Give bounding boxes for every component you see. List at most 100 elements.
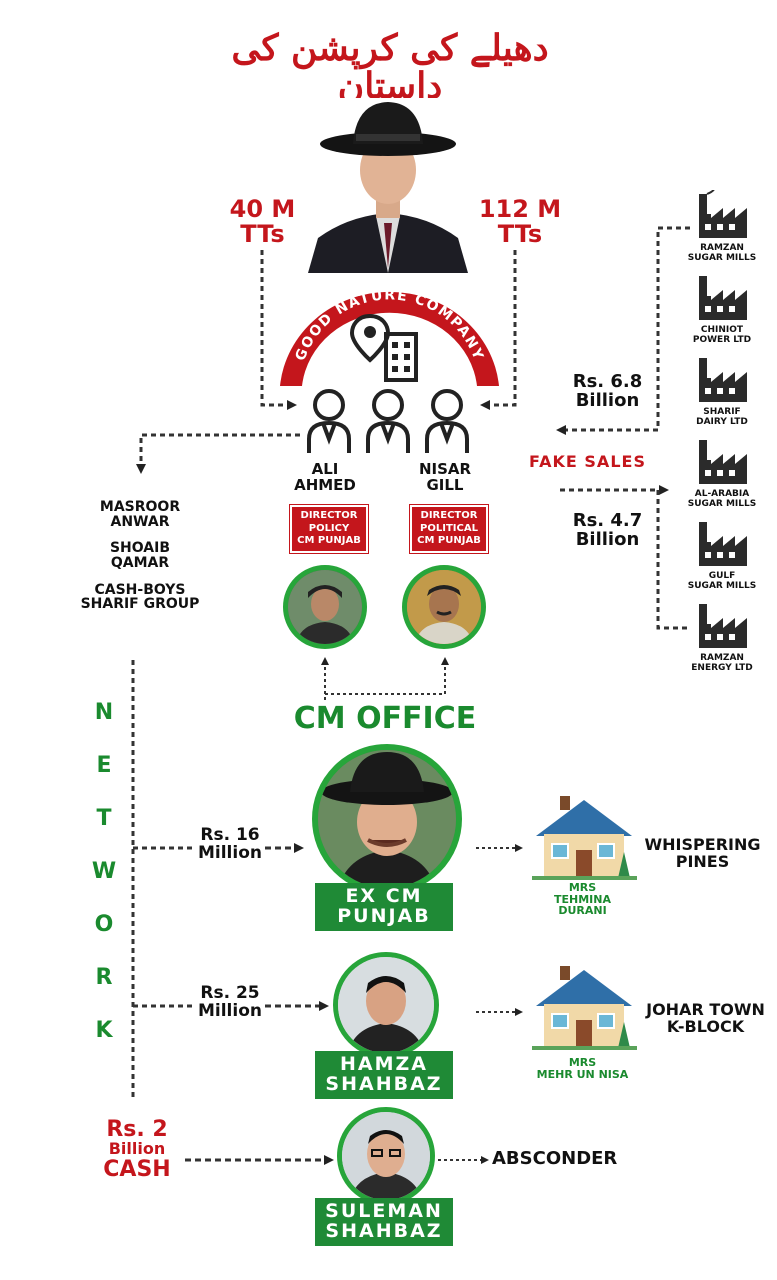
property-johar-town: JOHAR TOWN K-BLOCK [638,1000,773,1036]
top-right-amount: 112 M TTs [470,195,570,249]
amount-6-8-billion: Rs. 6.8 Billion [560,371,655,411]
people-group-icon [307,389,469,453]
top-person-portrait [298,98,478,273]
property-line: K-BLOCK [666,1016,745,1036]
status-absconder: ABSCONDER [492,1148,618,1169]
person-name-line: NISAR [418,460,472,478]
house-owner-2: MRS MEHR UN NISA [520,1057,645,1080]
house-owner-1: MRS TEHMINA DURANI [530,882,635,917]
factory-item: SHARIF DAIRY LTD [677,354,767,436]
factory-item: AL-ARABIA SUGAR MILLS [677,436,767,518]
left-list-line: SHARIF GROUP [80,596,200,613]
amount-line: Rs. 16 [200,825,260,845]
network-letter: N [94,700,114,725]
left-list-item: MASROOR ANWAR [60,500,220,529]
label-hamza-shahbaz: HAMZA SHAHBAZ [315,1051,453,1099]
person-name-line: AHMED [294,475,356,494]
owner-line: MRS [568,881,597,894]
amount-line: Rs. 6.8 [572,371,643,392]
role-badge-ali: DIRECTOR POLICY CM PUNJAB [289,504,369,554]
fake-sales-label: FAKE SALES [529,452,646,471]
label-ex-cm: EX CM PUNJAB [315,883,453,931]
top-left-amount: 40 M TTs [215,195,310,247]
top-left-amount-value: 40 M [229,195,296,223]
left-list-item: CASH-BOYS SHARIF GROUP [60,583,220,612]
arrow-112m-to-company [480,250,517,410]
person-ali-ahmed-name: ALI AHMED [285,460,365,494]
factory-item: RAMZAN ENERGY LTD [677,600,767,682]
amount-line: Billion [108,1139,166,1159]
network-letter: E [96,753,112,778]
label-line: EX CM [345,885,423,907]
network-letter: O [94,912,114,937]
role-line: POLICY [308,522,350,534]
label-suleman-shahbaz: SULEMAN SHAHBAZ [315,1198,453,1246]
house-icon [532,966,637,1050]
factory-item: CHINIOT POWER LTD [677,272,767,354]
factory-item: RAMZAN SUGAR MILLS [677,185,767,272]
amount-line: Million [197,1000,262,1021]
factory-name-line: CHINIOT [700,325,744,335]
property-line: JOHAR TOWN [646,1000,765,1019]
factory-icon [699,604,747,648]
amount-rs16-million: Rs. 16 Million [190,825,270,863]
factory-item: GULF SUGAR MILLS [677,518,767,600]
left-list-line: QAMAR [110,555,170,572]
factory-name-line: DAIRY LTD [696,416,748,427]
amount-rs2-billion-cash: Rs. 2 Billion CASH [92,1118,182,1181]
factory-icon [699,358,747,402]
owner-line: TEHMINA [554,892,611,906]
property-whispering-pines: WHISPERING PINES [640,835,765,871]
house-icon [532,796,637,880]
factory-name-line: POWER LTD [692,334,752,345]
page-title: دھیلے کی کرپشن کی داستان [231,27,549,107]
network-letter: R [95,965,113,990]
amount-line: Billion [575,528,640,550]
photo-nisar-gill [402,565,486,649]
role-line: POLITICAL [420,522,478,534]
network-letter: W [91,859,117,884]
left-list: MASROOR ANWAR SHOAIB QAMAR CASH-BOYS SHA… [60,500,220,612]
factory-name-line: SUGAR MILLS [687,580,757,591]
factories-bracket-bottom [656,490,690,630]
role-line: DIRECTOR [300,510,358,521]
role-line: CM PUNJAB [297,535,361,546]
factory-icon [699,522,747,566]
owner-line: DURANI [558,904,607,918]
factory-name-line: SUGAR MILLS [687,252,757,263]
factory-name-line: SUGAR MILLS [687,498,757,509]
label-line: PUNJAB [337,904,431,927]
role-line: CM PUNJAB [417,535,481,546]
photo-suleman-shahbaz [337,1107,435,1205]
top-right-amount-unit: TTs [497,220,543,249]
property-line: WHISPERING [644,835,761,854]
building-location-icon [349,313,418,382]
amount-line: Rs. 25 [200,983,260,1003]
person-name-line: ALI [311,460,339,478]
arrow-cm-office-to-directors [324,657,449,700]
arrow-40m-to-company [260,250,297,410]
left-list-line: SHOAIB [109,540,171,557]
network-letter: T [96,806,112,831]
label-line: SULEMAN [325,1200,443,1222]
amount-line: Rs. 4.7 [572,510,643,531]
factory-name-line: ENERGY LTD [691,662,753,673]
person-nisar-gill-name: NISAR GILL [405,460,485,494]
photo-ex-cm [312,744,462,894]
owner-line: MRS [568,1056,597,1069]
label-line: HAMZA [340,1053,428,1075]
photo-ali-ahmed [283,565,367,649]
network-label: N E T W O R K [89,700,119,1071]
factory-icon [699,440,747,484]
role-line: DIRECTOR [420,510,478,521]
amount-line: Billion [575,389,640,411]
amount-4-7-billion: Rs. 4.7 Billion [560,510,655,550]
company-arc-banner: GOOD NATURE COMPANY [280,287,499,386]
factory-icon [699,276,747,320]
top-right-amount-value: 112 M [478,195,562,223]
label-line: SHAHBAZ [325,1219,443,1242]
left-list-item: SHOAIB QAMAR [60,541,220,570]
factory-name-line: RAMZAN [700,243,744,253]
person-name-line: GILL [426,475,464,494]
